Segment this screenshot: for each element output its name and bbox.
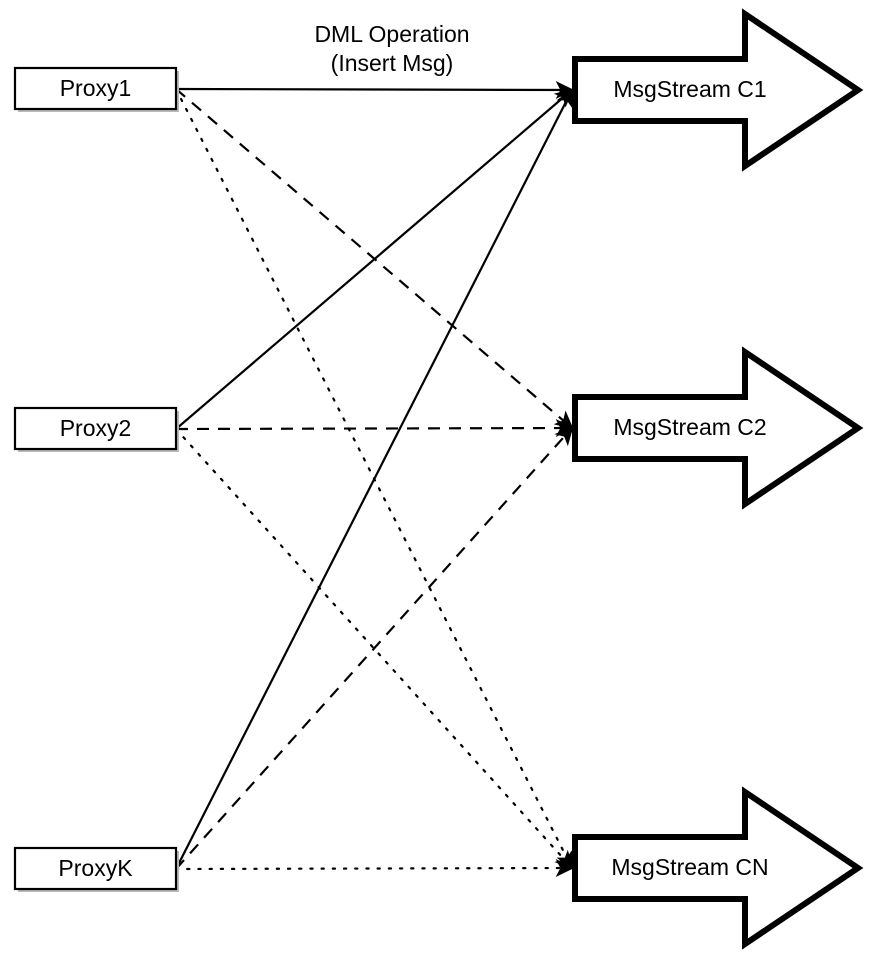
proxy-label: ProxyK: [58, 855, 133, 881]
proxy-node-proxy2[interactable]: Proxy2: [13, 406, 179, 452]
proxy-box-shape: [13, 846, 178, 891]
msgstream-label: MsgStream C2: [613, 414, 766, 440]
edge-label-line2: (Insert Msg): [331, 50, 454, 76]
proxy-node-proxy1[interactable]: Proxy1: [13, 66, 179, 112]
block-arrow-shape: [572, 786, 864, 950]
msgstream-label: MsgStream CN: [611, 854, 768, 880]
block-arrow-shape: [572, 346, 864, 510]
msgstream-label: MsgStream C1: [613, 76, 766, 102]
connection-p2-c2: [175, 419, 575, 438]
msgstream-node-stream_cn[interactable]: MsgStream CN: [572, 786, 864, 950]
proxy-label: Proxy2: [60, 415, 132, 441]
connection-p2-c1: [175, 88, 574, 430]
proxy-box-shape: [13, 66, 178, 111]
msgstream-node-stream_c1[interactable]: MsgStream C1: [572, 8, 864, 172]
block-arrow-shape: [572, 8, 864, 172]
msgstream-node-stream_c2[interactable]: MsgStream C2: [572, 346, 864, 510]
connection-pk-c1: [175, 88, 573, 870]
connection-p2-cn: [174, 427, 574, 870]
connection-pk-c2: [175, 426, 574, 870]
edge-label-dml-operation: DML Operation (Insert Msg): [314, 21, 469, 76]
connections-layer: [174, 80, 575, 878]
streams-layer: MsgStream C1 MsgStream C2 MsgStream CN: [572, 8, 864, 950]
connection-pk-cn: [174, 859, 575, 878]
proxy-node-proxyk[interactable]: ProxyK: [13, 846, 179, 892]
connection-p1-c1: [175, 80, 575, 99]
edge-label-line1: DML Operation: [314, 21, 469, 47]
proxy-label: Proxy1: [60, 75, 132, 101]
proxy-box-shape: [13, 406, 178, 451]
